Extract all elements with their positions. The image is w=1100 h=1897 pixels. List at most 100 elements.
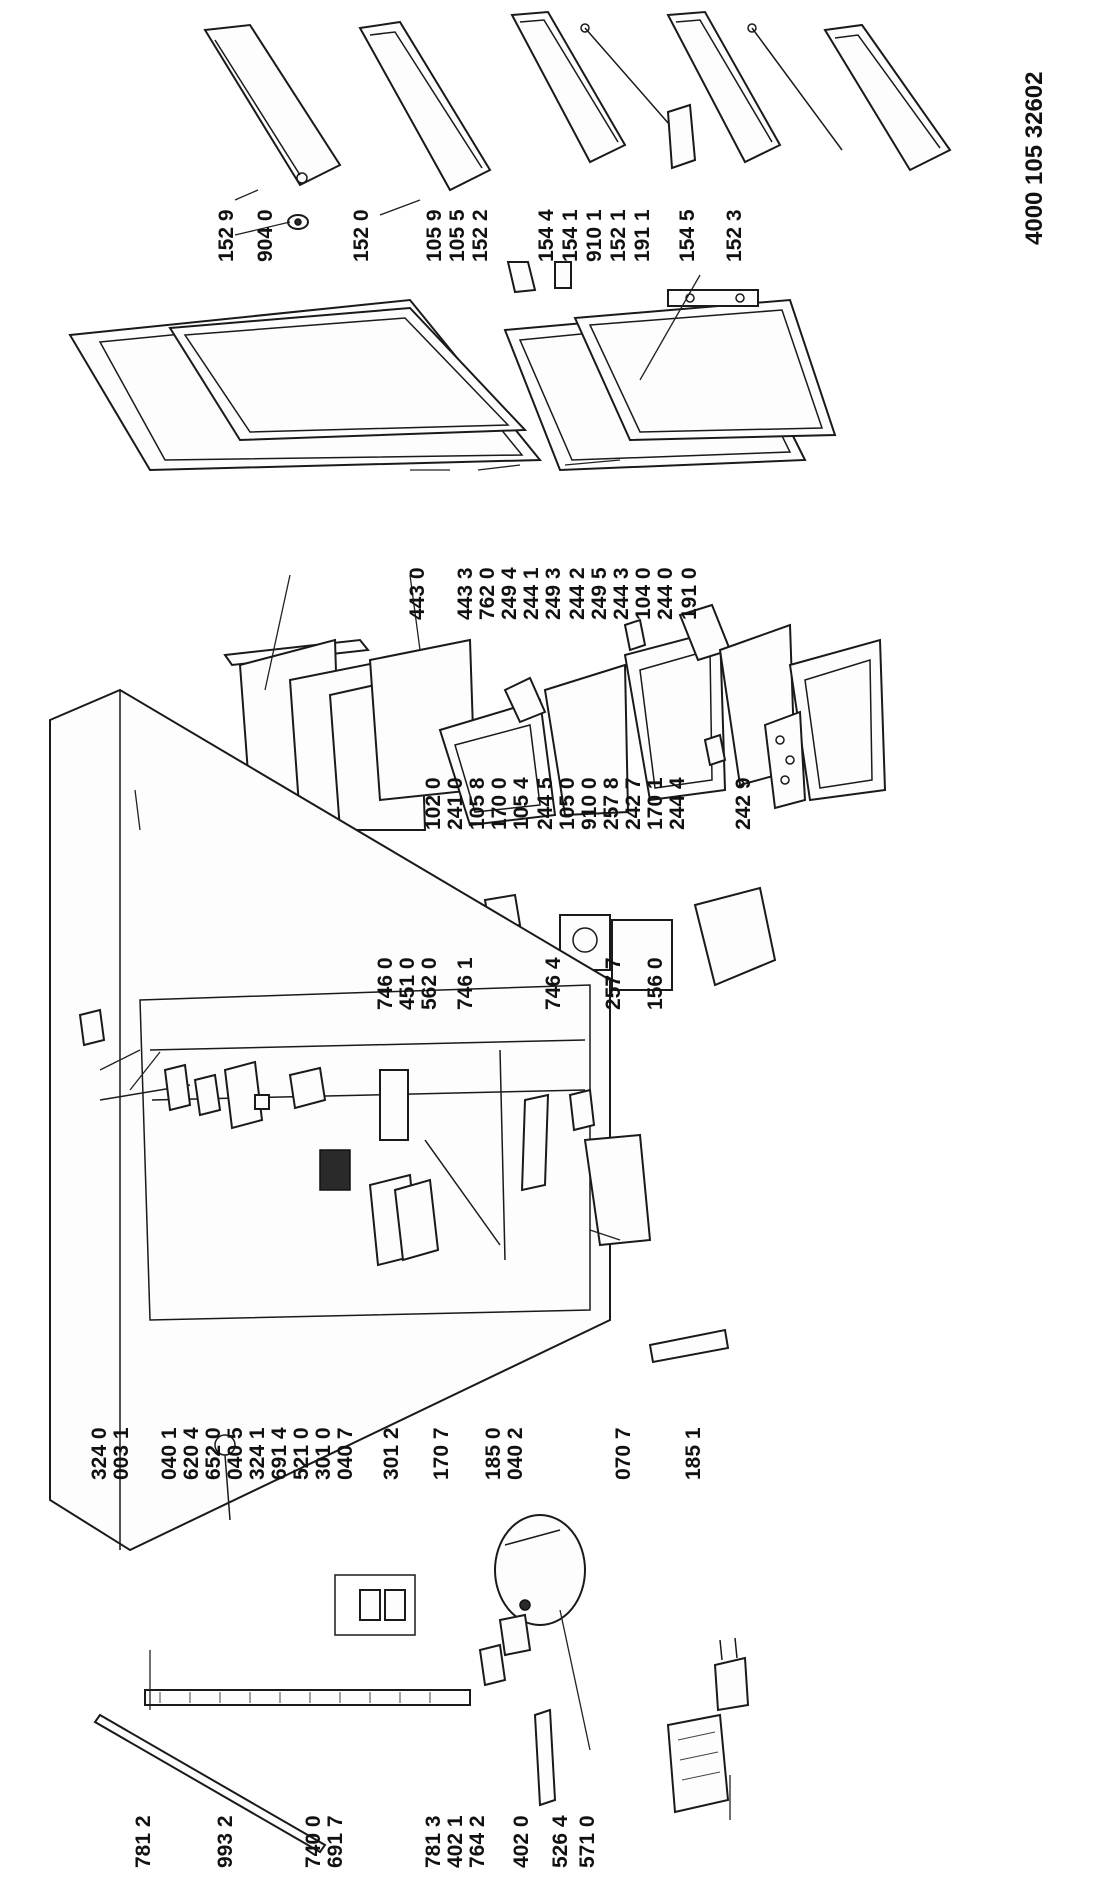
part-label: 105 8 bbox=[466, 777, 489, 830]
leader-lines bbox=[99, 189, 731, 1820]
part-label: 257 8 bbox=[600, 777, 623, 830]
tube-7812 bbox=[93, 1713, 327, 1854]
sensor-9932 bbox=[214, 1434, 236, 1521]
part-label: 324 0 bbox=[88, 1427, 111, 1480]
part-label: 993 2 bbox=[214, 1815, 237, 1868]
part-label: 105 0 bbox=[556, 777, 579, 830]
drawer-2410 bbox=[438, 698, 557, 827]
door-bin-1520 bbox=[358, 20, 492, 192]
part-label: 244 4 bbox=[666, 777, 689, 830]
glass-plate-2445 bbox=[543, 663, 630, 817]
panel-6520 bbox=[223, 1060, 264, 1130]
bracket-3241 bbox=[288, 1066, 327, 1110]
part-label: 104 0 bbox=[632, 567, 655, 620]
part-label: 571 0 bbox=[576, 1815, 599, 1868]
part-label: 746 4 bbox=[542, 957, 565, 1010]
handle-0407 bbox=[379, 1069, 409, 1141]
base-0707 bbox=[583, 1133, 652, 1247]
part-label: 154 4 bbox=[535, 209, 558, 262]
part-label: 521 0 bbox=[290, 1427, 313, 1480]
part-label: 244 3 bbox=[610, 567, 633, 620]
part-label: 170 1 bbox=[644, 777, 667, 830]
part-label: 691 7 bbox=[324, 1815, 347, 1868]
seal-1707 bbox=[499, 1049, 506, 1261]
part-label: 257 7 bbox=[602, 957, 625, 1010]
part-label: 402 0 bbox=[510, 1815, 533, 1868]
document-number: 4000 105 32602 bbox=[1021, 71, 1048, 245]
board-3010 bbox=[393, 1178, 440, 1262]
part-label: 152 2 bbox=[469, 209, 492, 262]
part-label: 910 0 bbox=[578, 777, 601, 830]
part-label: 402 1 bbox=[444, 1815, 467, 1868]
hinge-cover-2577 bbox=[703, 733, 727, 767]
lamp-cover-0401 bbox=[163, 1063, 192, 1112]
bumper-7813 bbox=[478, 1643, 507, 1687]
part-label: 249 5 bbox=[588, 567, 611, 620]
part-label: 746 1 bbox=[454, 957, 477, 1010]
part-label: 152 3 bbox=[723, 209, 746, 262]
cabinet-body bbox=[49, 688, 611, 1552]
part-label: 241 0 bbox=[444, 777, 467, 830]
cover-7464 bbox=[693, 886, 777, 987]
cover-0405 bbox=[254, 1094, 270, 1110]
part-label: 746 0 bbox=[374, 957, 397, 1010]
part-label: 154 1 bbox=[559, 209, 582, 262]
bracket-6917 bbox=[334, 1574, 416, 1636]
part-label: 244 1 bbox=[520, 567, 543, 620]
part-label: 244 2 bbox=[566, 567, 589, 620]
part-label: 105 9 bbox=[423, 209, 446, 262]
part-label: 620 4 bbox=[180, 1427, 203, 1480]
part-label: 185 0 bbox=[482, 1427, 505, 1480]
control-5264 bbox=[666, 1713, 730, 1814]
hinge-1059 bbox=[506, 261, 537, 294]
part-label: 156 0 bbox=[644, 957, 667, 1010]
heater-1851 bbox=[648, 1328, 730, 1364]
part-label: 762 0 bbox=[476, 567, 499, 620]
part-label: 301 2 bbox=[380, 1427, 403, 1480]
part-label: 249 4 bbox=[498, 567, 521, 620]
part-label: 244 0 bbox=[654, 567, 677, 620]
part-label: 191 1 bbox=[631, 209, 654, 262]
part-label: 526 4 bbox=[549, 1815, 572, 1868]
part-label: 185 1 bbox=[682, 1427, 705, 1480]
bracket-1541 bbox=[666, 103, 697, 170]
capacitor-7642 bbox=[533, 1708, 557, 1807]
part-label: 301 0 bbox=[312, 1427, 335, 1480]
part-label: 904 0 bbox=[254, 209, 277, 262]
part-label: 040 2 bbox=[504, 1427, 527, 1480]
hinge-9101 bbox=[667, 289, 759, 307]
part-label: 154 5 bbox=[676, 209, 699, 262]
control-box-7461 bbox=[559, 914, 673, 991]
part-label: 324 1 bbox=[246, 1427, 269, 1480]
condenser-7400 bbox=[144, 1689, 471, 1706]
door-gasket-1910 bbox=[168, 306, 528, 442]
knob-9040 bbox=[287, 214, 309, 230]
hinge-1055 bbox=[554, 261, 572, 289]
relay-5710 bbox=[713, 1637, 750, 1712]
part-label: 170 0 bbox=[488, 777, 511, 830]
part-label: 249 3 bbox=[542, 567, 565, 620]
compressor-4020 bbox=[494, 1514, 586, 1626]
part-label: 040 7 bbox=[334, 1427, 357, 1480]
part-label: 562 0 bbox=[418, 957, 441, 1010]
part-label: 102 0 bbox=[422, 777, 445, 830]
sensor-6914 bbox=[319, 1149, 351, 1191]
part-label: 105 5 bbox=[446, 209, 469, 262]
part-label: 781 2 bbox=[132, 1815, 155, 1868]
part-label: 443 3 bbox=[454, 567, 477, 620]
part-label: 691 4 bbox=[268, 1427, 291, 1480]
egg-tray-1560 bbox=[763, 710, 807, 810]
part-label: 652 0 bbox=[202, 1427, 225, 1480]
part-label: 191 0 bbox=[678, 567, 701, 620]
rail-3012 bbox=[424, 1139, 501, 1246]
part-label: 070 7 bbox=[612, 1427, 635, 1480]
door-bin-1522 bbox=[510, 10, 627, 164]
door-bin-1521 bbox=[666, 10, 782, 164]
part-label: 242 9 bbox=[732, 777, 755, 830]
cover-0402 bbox=[568, 1088, 596, 1132]
part-label: 781 3 bbox=[422, 1815, 445, 1868]
part-label: 040 5 bbox=[224, 1427, 247, 1480]
